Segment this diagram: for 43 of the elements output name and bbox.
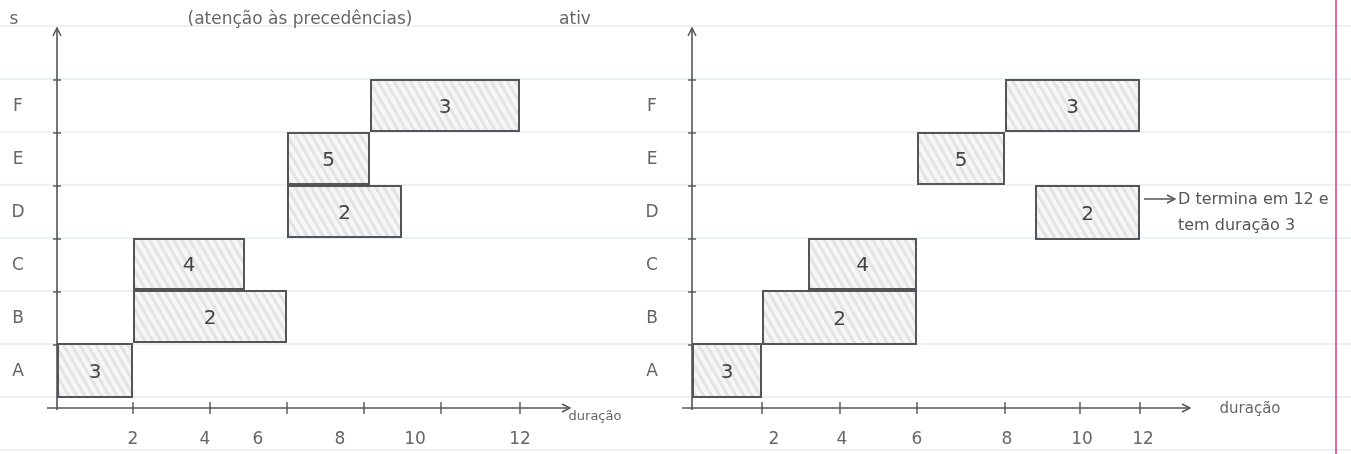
arrow: [1143, 194, 1176, 204]
tick-label: 12: [1132, 428, 1154, 448]
task-bar: 2: [287, 185, 402, 238]
note-text: (atenção às precedências): [187, 8, 413, 28]
tick-label: 2: [127, 428, 139, 448]
category-label: B: [646, 307, 658, 327]
task-bar: 4: [133, 238, 245, 290]
category-label: A: [12, 360, 24, 380]
tick-label: 6: [252, 428, 264, 448]
task-bar: 2: [1035, 185, 1140, 240]
category-label: C: [12, 254, 24, 274]
category-label: D: [11, 201, 25, 221]
tick-label: 4: [836, 428, 848, 448]
axis-title: duração: [1219, 399, 1281, 417]
category-label: F: [647, 95, 657, 115]
tick-label: 6: [911, 428, 923, 448]
category-label: C: [646, 254, 658, 274]
category-label: E: [646, 148, 658, 168]
tick-label: 8: [1001, 428, 1013, 448]
task-bar: 2: [133, 290, 287, 343]
task-bar: 2: [762, 290, 917, 345]
category-label: D: [645, 201, 659, 221]
axis-title: ativ: [559, 8, 591, 28]
task-bar: 3: [57, 343, 133, 398]
annotation-text: D termina em 12 e tem duração 3: [1178, 186, 1338, 238]
category-label: F: [13, 95, 23, 115]
task-bar: 3: [692, 343, 762, 398]
category-label: A: [646, 360, 658, 380]
task-bar: 5: [287, 132, 370, 185]
tick-label: 2: [768, 428, 780, 448]
task-bar: 4: [808, 238, 917, 290]
tick-label: 10: [404, 428, 426, 448]
axis-title: duração: [568, 407, 622, 423]
task-bar: 3: [370, 79, 520, 132]
category-label: B: [12, 307, 24, 327]
tick-label: 12: [509, 428, 531, 448]
category-label: E: [12, 148, 24, 168]
tick-label: 10: [1071, 428, 1093, 448]
heading-text: s: [9, 8, 19, 28]
tick-label: 4: [199, 428, 211, 448]
tick-label: 8: [334, 428, 346, 448]
task-bar: 5: [917, 132, 1005, 185]
task-bar: 3: [1005, 79, 1140, 132]
